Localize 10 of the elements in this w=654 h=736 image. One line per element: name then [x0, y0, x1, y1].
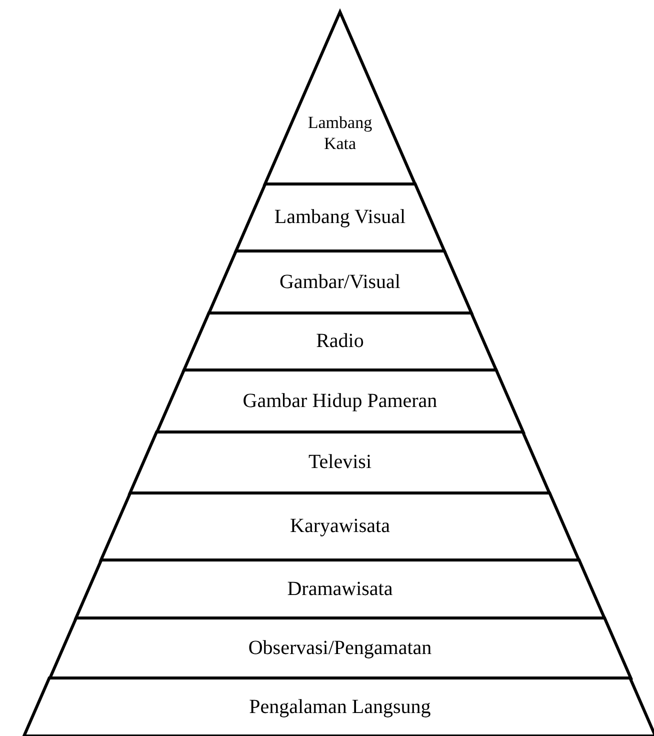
- band-label: Dramawisata: [287, 576, 393, 602]
- band-label: Gambar/Visual: [279, 270, 400, 294]
- band-label: Gambar Hidup Pameran: [242, 388, 438, 414]
- band-label: Karyawisata: [290, 514, 390, 539]
- band-label: Lambang Kata: [306, 112, 374, 154]
- band-label: Pengalaman Langsung: [249, 694, 431, 720]
- band-label: Radio: [316, 329, 364, 354]
- band-label: Televisi: [308, 450, 372, 475]
- band-label: Observasi/Pengamatan: [248, 636, 432, 660]
- band-label: Lambang Visual: [274, 205, 406, 230]
